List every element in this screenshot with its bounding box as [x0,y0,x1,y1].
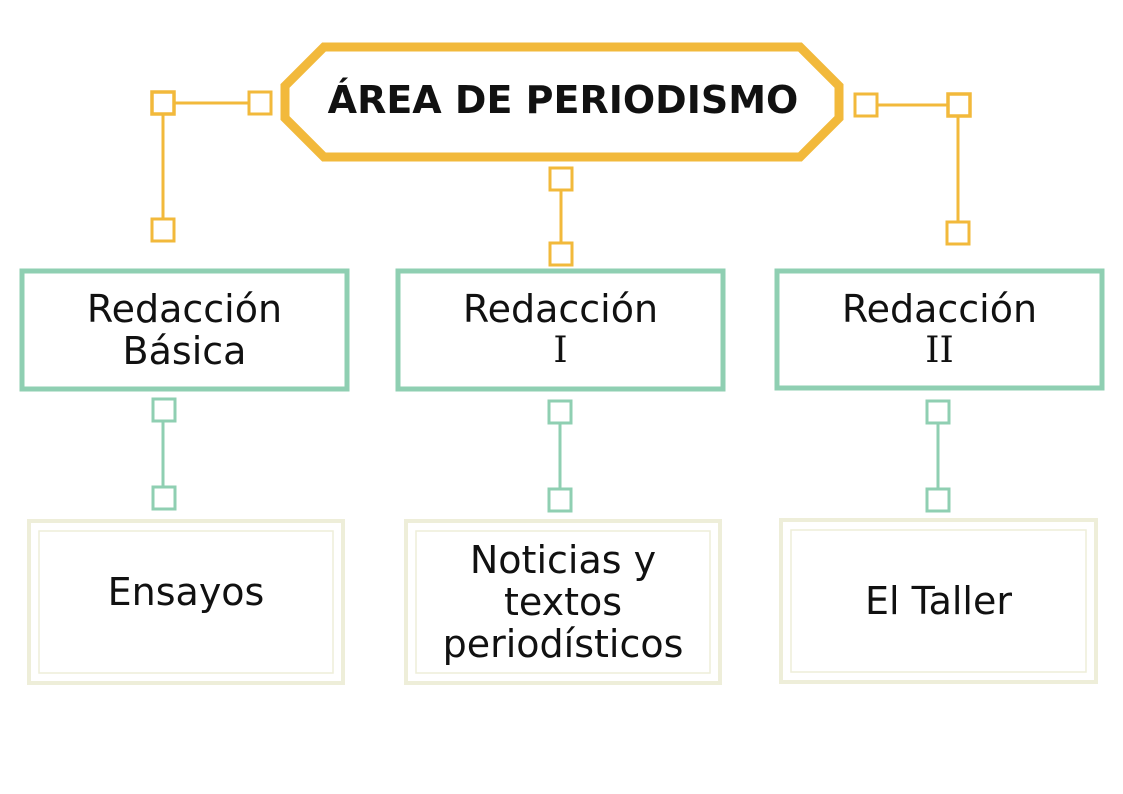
item-label: El Taller [865,579,1012,623]
title-connectors [150,90,972,267]
item-el-taller: El Taller [781,530,1096,672]
item-frame-2-inner [415,530,711,674]
item-label-line3: periodísticos [442,622,684,666]
category-frame-3 [774,268,1105,391]
item-noticias: Noticias y textos periodísticos [406,521,720,683]
category-label-line2: II [925,329,954,371]
category-frame-1 [19,268,350,392]
connector-node [548,166,574,192]
item-label-line2: textos [503,580,623,624]
item-ensayos: Ensayos [29,521,343,663]
category-redaccion-basica: Redacción Básica [22,271,347,389]
connector-node [548,241,574,267]
connector-node [150,217,176,243]
category-label-line1: Redacción [462,287,659,331]
item-frame-3-inner [790,529,1087,673]
category-connectors [151,397,951,513]
item-label: Ensayos [107,570,265,614]
item-frames [27,518,1098,685]
item-frame-1-inner [38,530,334,674]
connector-node [853,92,879,118]
item-label-line1: Noticias y [469,538,657,582]
connector-node [151,485,177,511]
category-frames [19,268,1105,392]
connector-node [150,90,176,116]
category-frame-2 [395,268,726,392]
diagram-title: ÁREA DE PERIODISMO [327,78,799,122]
category-label-line1: Redacción [841,286,1038,331]
item-frame-3-outer [779,518,1098,684]
connector-node [247,90,273,116]
connector-node [547,399,573,425]
connector-node [151,397,177,423]
connector-node [946,92,972,118]
item-frame-2-outer [404,519,722,685]
connector-node [945,220,971,246]
title-frame [280,42,844,162]
category-label-line2: I [553,330,568,371]
connector-node [547,487,573,513]
category-label-line1: Redacción [86,287,283,331]
connector-node [925,399,951,425]
category-label-line2: Básica [122,329,247,373]
category-redaccion-i: Redacción I [398,271,723,389]
category-redaccion-ii: Redacción II [777,271,1102,388]
item-frame-1-outer [27,519,345,685]
connector-node [925,487,951,513]
